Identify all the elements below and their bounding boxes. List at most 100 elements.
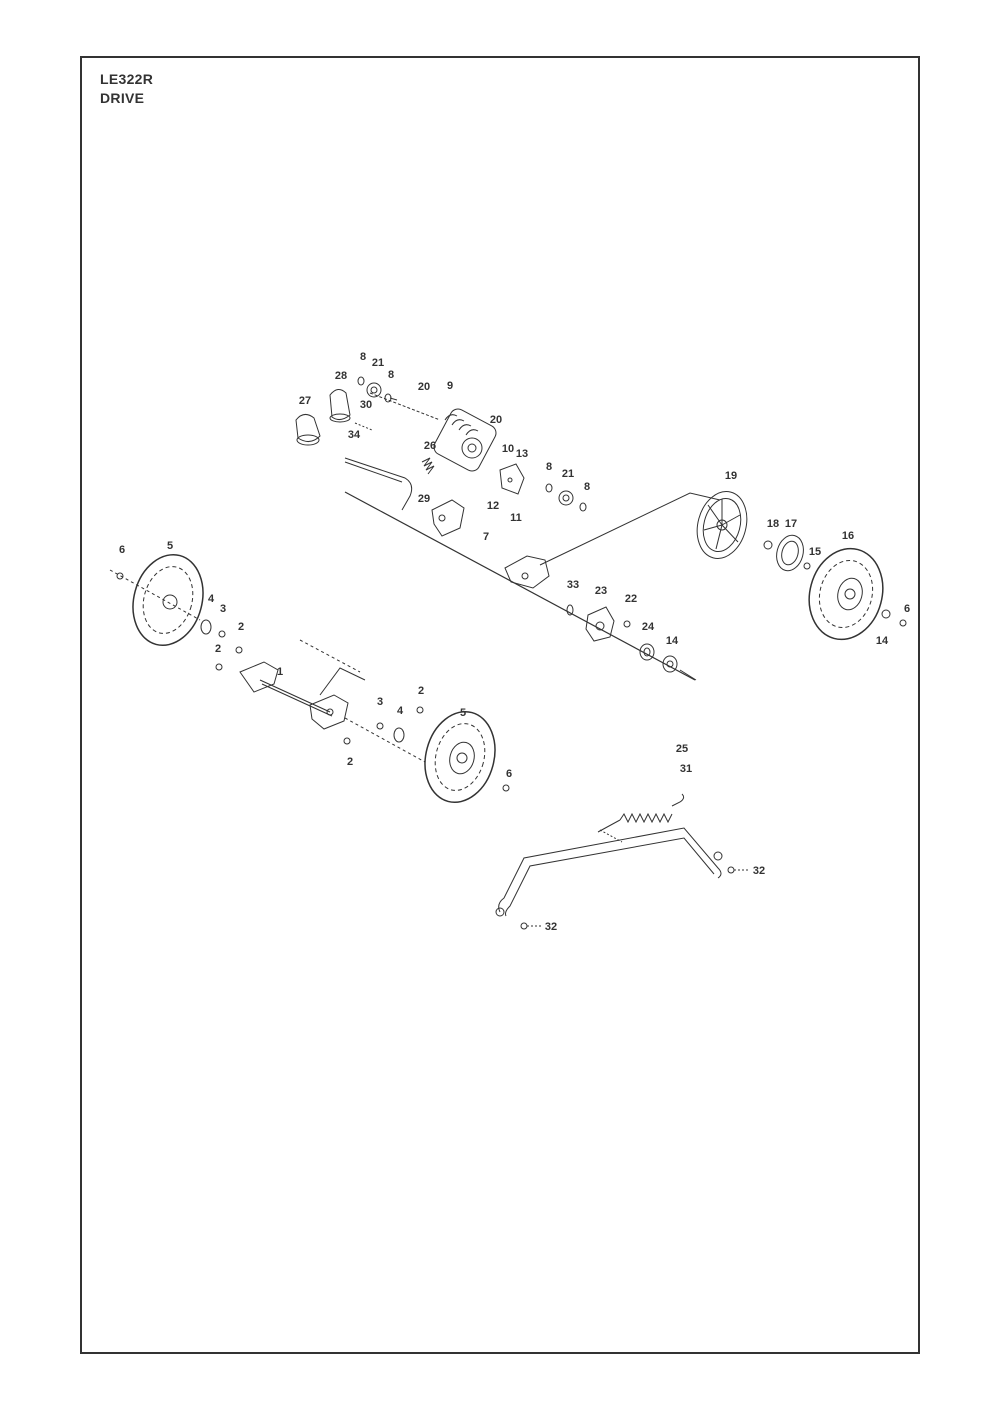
part-number-label: 8 <box>584 481 590 493</box>
part-number-label: 2 <box>347 756 353 768</box>
part-number-label: 2 <box>215 643 221 655</box>
nut-2-c <box>343 737 351 745</box>
part-number-label: 15 <box>809 546 821 558</box>
part-number-label: 8 <box>546 461 552 473</box>
part-number-label: 8 <box>388 369 394 381</box>
part-number-label: 6 <box>904 603 910 615</box>
clip-8-top-a <box>357 376 365 386</box>
control-cable-34 <box>344 457 413 511</box>
part-number-label: 6 <box>506 768 512 780</box>
nut-6-bottom <box>502 784 510 792</box>
part-number-label: 14 <box>876 635 889 647</box>
bearing-14-mid <box>662 655 678 673</box>
part-number-label: 3 <box>377 696 383 708</box>
nut-6-left <box>116 572 124 580</box>
spring-26 <box>421 457 435 475</box>
gear-21-top <box>366 382 382 398</box>
bracket-29 <box>431 499 465 537</box>
part-number-label: 22 <box>625 593 637 605</box>
part-number-label: 16 <box>842 530 854 542</box>
nut-2-b <box>215 663 223 671</box>
gearbox-part <box>433 408 497 472</box>
part-number-label: 20 <box>418 381 430 393</box>
part-number-label: 17 <box>785 518 797 530</box>
screw-22 <box>623 620 631 628</box>
part-number-label: 9 <box>447 380 453 392</box>
axle-leader <box>299 639 361 673</box>
part-number-label: 31 <box>680 763 692 775</box>
part-number-label: 7 <box>483 531 489 543</box>
part-number-label: 21 <box>562 468 574 480</box>
part-number-label: 21 <box>372 357 384 369</box>
axle-bracket-right <box>504 555 550 589</box>
rear-wheel-16 <box>808 547 884 641</box>
part-number-label: 27 <box>299 395 311 407</box>
pin-32-right <box>727 866 735 874</box>
section-label: DRIVE <box>100 90 145 106</box>
bearing-14-right <box>881 609 891 619</box>
part-number-label: 24 <box>642 621 655 633</box>
part-number-label: 19 <box>725 470 737 482</box>
part-number-label: 32 <box>545 921 557 933</box>
clip-3-left <box>218 630 226 638</box>
hubcap-19 <box>696 491 748 559</box>
front-wheel-5-left <box>132 553 204 647</box>
part-number-label: 5 <box>460 707 466 719</box>
part-number-label: 20 <box>490 414 502 426</box>
clip-33 <box>566 604 574 616</box>
part-number-label: 2 <box>418 685 424 697</box>
part-number-label: 13 <box>516 448 528 460</box>
front-wheel-5-right <box>424 710 496 804</box>
nut-6-right <box>899 619 907 627</box>
part-number-label: 6 <box>119 544 125 556</box>
model-label: LE322R <box>100 71 154 87</box>
rear-axle-line <box>344 491 696 681</box>
spring-25 <box>597 793 685 833</box>
part-number-label: 1 <box>277 666 283 678</box>
shaft-leader-20 <box>369 392 441 421</box>
washer-18 <box>763 540 773 550</box>
gear-21-mid <box>558 490 574 506</box>
clip-8-mid-a <box>545 483 553 493</box>
diagram-title: LE322R DRIVE <box>100 70 153 108</box>
part-number-label: 29 <box>418 493 430 505</box>
knob-27 <box>295 414 321 446</box>
bracket-10 <box>499 463 525 495</box>
bushing-24 <box>639 643 655 661</box>
clip-3-right <box>376 722 384 730</box>
pin-32-left <box>520 922 528 930</box>
knob-28 <box>329 389 351 423</box>
part-number-label: 28 <box>335 370 347 382</box>
clip-8-mid-b <box>579 502 587 512</box>
washer-4-right <box>393 727 405 743</box>
part-number-label: 5 <box>167 540 173 552</box>
nut-2-a <box>235 646 243 654</box>
leader-19 <box>539 492 721 566</box>
bracket-23 <box>585 606 615 642</box>
part-number-label: 4 <box>397 705 404 717</box>
part-number-label: 33 <box>567 579 579 591</box>
part-number-label: 25 <box>676 743 688 755</box>
part-number-label: 3 <box>220 603 226 615</box>
clip-8-top-b <box>384 393 392 403</box>
part-number-label: 11 <box>510 512 522 524</box>
nut-2-d <box>416 706 424 714</box>
page-border <box>80 56 920 1354</box>
gear-ring-17 <box>776 534 804 572</box>
part-number-label: 30 <box>360 399 372 411</box>
washer-15 <box>803 562 811 570</box>
washer-4-left <box>200 619 212 635</box>
part-number-label: 32 <box>753 865 765 877</box>
part-number-label: 23 <box>595 585 607 597</box>
link-rod-31 <box>495 827 723 917</box>
part-number-label: 12 <box>487 500 499 512</box>
part-number-label: 4 <box>208 593 215 605</box>
part-number-label: 34 <box>348 429 361 441</box>
part-number-label: 2 <box>238 621 244 633</box>
front-axle-1 <box>239 661 349 730</box>
part-number-label: 14 <box>666 635 679 647</box>
part-number-label: 18 <box>767 518 779 530</box>
part-number-label: 26 <box>424 440 436 452</box>
